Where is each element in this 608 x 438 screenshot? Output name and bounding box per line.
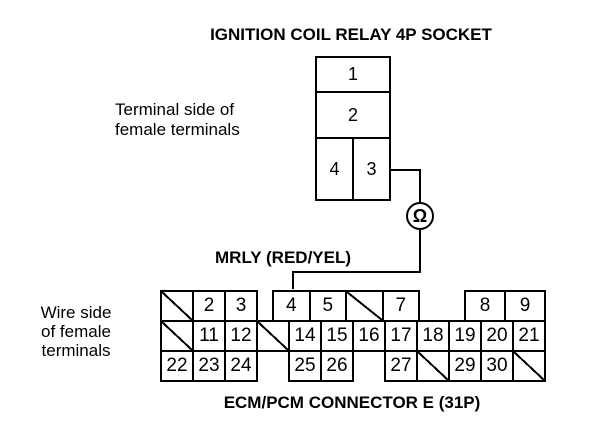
connector-pin-4: 4 [285,295,297,316]
connector-pin-11: 11 [192,322,224,350]
connector-pin-12: 12 [224,322,256,350]
connector-pin-26: 26 [320,352,352,380]
connector-pin-21: 21 [512,322,544,350]
connector-pin-19: 19 [448,322,480,350]
connector-pin-empty [416,352,448,380]
socket-bottom-row: 4 3 [317,139,389,199]
connector-pin-18: 18 [416,322,448,350]
wire-side-label: Wire side of female terminals [25,303,127,360]
connector-pin-27: 27 [390,355,412,376]
socket-terminal-4: 4 [317,139,354,199]
connector-title: ECM/PCM CONNECTOR E (31P) [223,393,481,412]
connector-pin-16: 16 [352,322,384,350]
connector-pin-25: 25 [294,355,316,376]
socket-terminal-1: 1 [317,58,389,93]
connector-pin-9: 9 [504,292,544,320]
wire-side-line1: Wire side [40,303,112,322]
connector-pin-30: 30 [480,352,512,380]
connector-pin-15: 15 [320,322,352,350]
connector-pin-empty [512,352,544,380]
terminal-side-label: Terminal side of female terminals [115,100,240,140]
socket-terminal-3: 3 [366,158,377,179]
wire-name-label: MRLY (RED/YEL) [215,248,352,267]
terminal-side-line1: Terminal side of [115,100,235,119]
connector-pin-empty [345,292,382,320]
relay-socket: 1 2 4 3 [315,56,391,201]
connector-pin-17: 17 [384,322,416,350]
connector-pin-22: 22 [166,355,188,376]
ohmmeter-icon: Ω [406,202,434,230]
socket-terminal-2: 2 [317,93,389,139]
socket-title: IGNITION COIL RELAY 4P SOCKET [210,25,492,44]
connector-pin-3: 3 [224,292,256,320]
connector-pin-23: 23 [192,352,224,380]
connector-pin-empty [162,292,192,320]
connector-pin-7: 7 [381,292,419,320]
connector-pin-14: 14 [288,322,320,350]
terminal-side-line2: female terminals [115,120,240,139]
wire-upper-segment [389,169,421,203]
connector-pin-20: 20 [480,322,512,350]
connector-pin-29: 29 [448,352,480,380]
wire-side-line2: of female [41,322,111,341]
connector-pin-8: 8 [479,295,491,316]
connector-pin-2: 2 [192,292,224,320]
connector-pin-empty [256,322,288,350]
wire-side-line3: terminals [41,341,111,360]
connector-pin-empty [162,322,192,350]
connector-pin-24: 24 [224,352,256,380]
connector-pin-5: 5 [308,292,346,320]
